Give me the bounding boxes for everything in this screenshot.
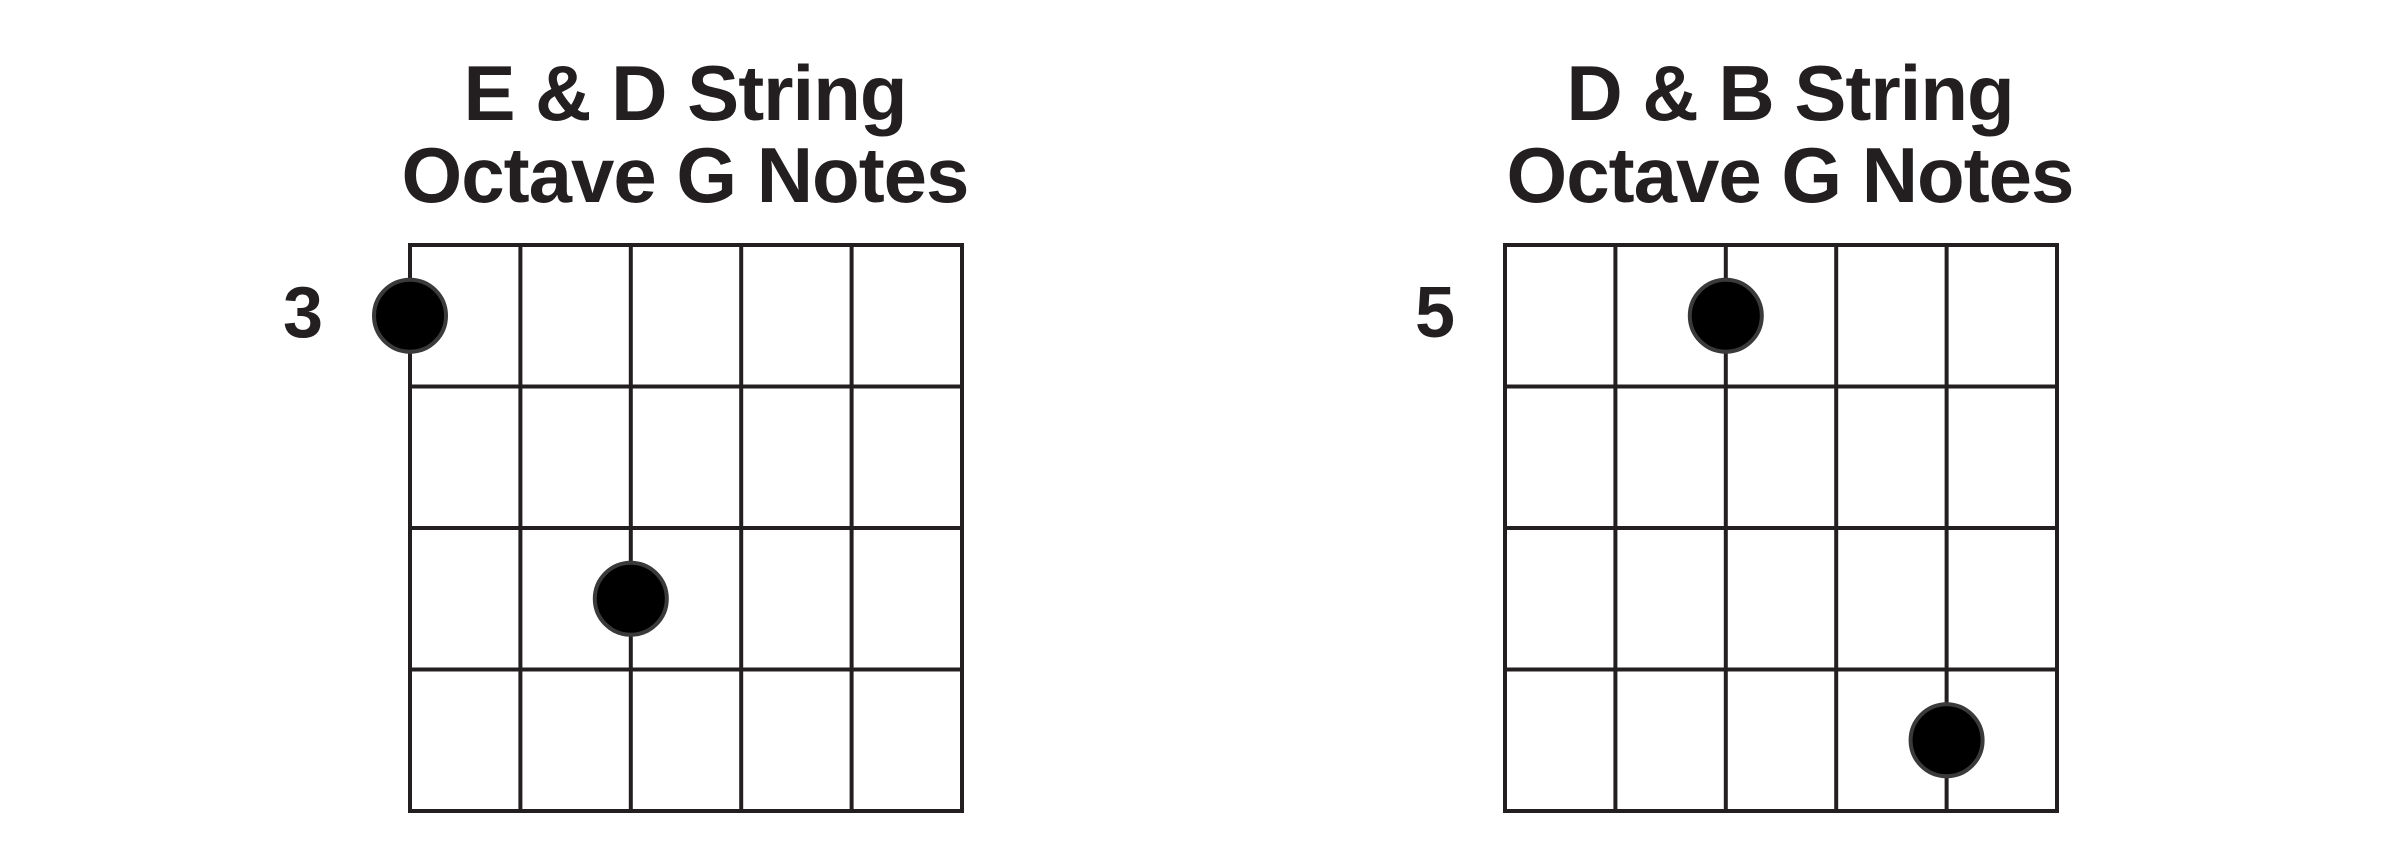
diagram-1-title-line2: Octave G Notes: [401, 131, 970, 219]
diagram-2-title: D & B String Octave G Notes: [1390, 52, 2190, 216]
finger-dot: [372, 277, 448, 354]
diagram-1-start-fret: 3: [282, 273, 323, 353]
diagram-1-title: E & D String Octave G Notes: [285, 52, 1085, 216]
diagram-2-title-line2: Octave G Notes: [1506, 131, 2075, 219]
finger-dot: [1908, 702, 1985, 779]
finger-dot: [1687, 277, 1764, 354]
finger-dot: [592, 560, 669, 637]
diagram-2-title-line1: D & B String: [1566, 49, 2014, 137]
fretboard-1: [372, 243, 964, 813]
diagram-1-title-line1: E & D String: [463, 49, 907, 137]
fretboard-2: [1503, 243, 2059, 813]
diagram-2-start-fret: 5: [1414, 273, 1455, 353]
